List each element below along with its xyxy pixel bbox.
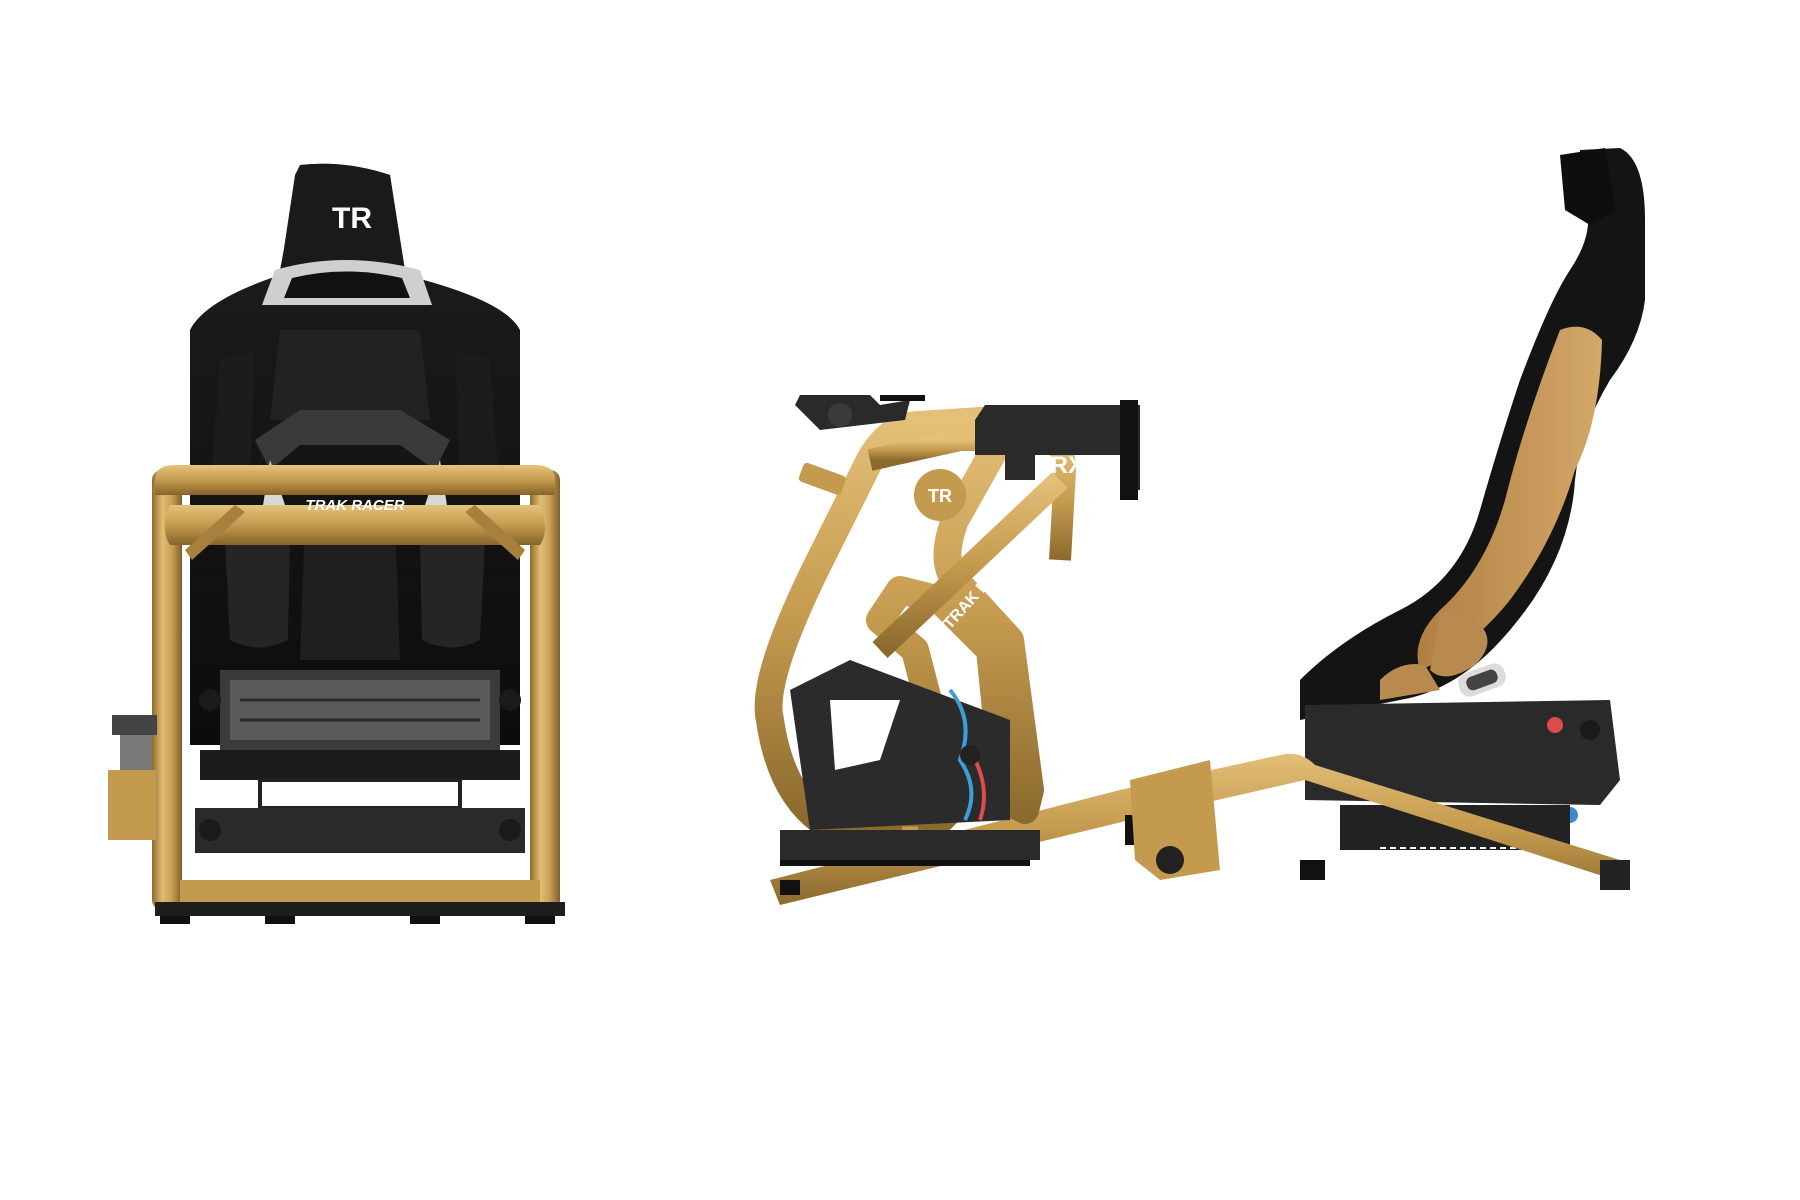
side-pedal-plate [790,660,1010,830]
side-badge-logo: TR [928,486,952,506]
side-badge [914,469,966,521]
frame-top-arch [155,465,555,495]
seat-bracket [255,410,450,470]
side-wheel-deck [795,395,910,430]
seat-cushion-left [225,528,290,648]
front-view-sim-rig: TR [0,0,620,1200]
frame-upright-left [152,470,182,910]
seat-back-panel [270,330,430,420]
side-seat-bracket [1305,700,1620,805]
mount-logo-text: TRX [1036,452,1084,479]
front-view-illustration: TR [108,163,565,924]
side-seat-gold-panel [1417,326,1602,670]
seat-logo-text: TR [332,202,372,235]
shifter-mount [112,715,157,735]
side-seat-shell [1300,148,1645,720]
side-view-illustration: TR TRA [754,148,1645,905]
side-view-sim-rig: TR TRA [740,0,1800,1200]
frame-upright-right [530,470,560,910]
seat-cushion-right [420,528,485,648]
crossbar-logo-text: TRAK RACER [305,497,404,514]
frame-base [180,880,540,902]
frame-crossbar [165,505,545,545]
side-shifter-mount [975,405,1140,490]
side-seat-logo-text: TR [1517,679,1544,701]
side-adjust-plate [1130,760,1220,880]
side-front-loop [754,406,1044,834]
side-seat-headrest [1560,148,1615,225]
